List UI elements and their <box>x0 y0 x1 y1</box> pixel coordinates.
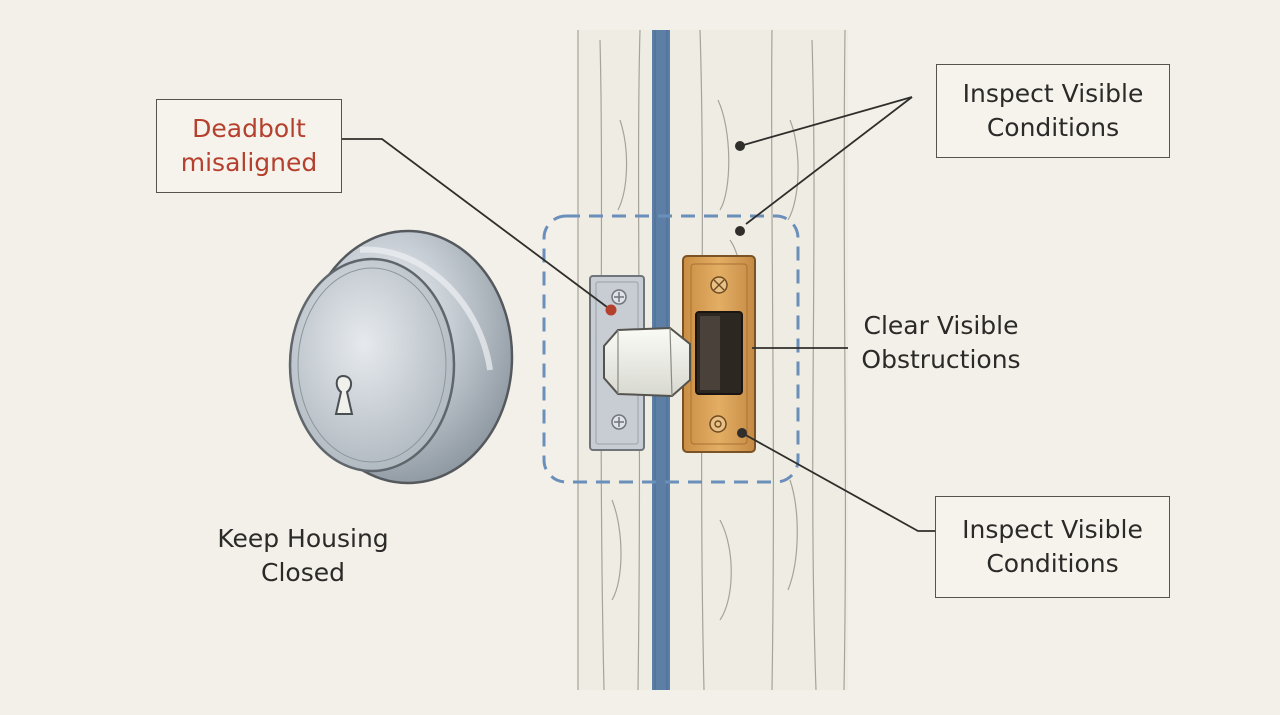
callout-text: misaligned <box>180 148 318 177</box>
label-text: Clear Visible <box>863 311 1019 340</box>
callout-inspect-bottom: Inspect Visible Conditions <box>935 496 1170 598</box>
screw-icon <box>710 276 728 294</box>
label-text: Keep Housing <box>217 524 389 553</box>
inspection-zone <box>542 214 800 484</box>
callout-text: Deadbolt <box>192 114 306 144</box>
label-clear-obstructions: Clear Visible Obstructions <box>846 309 1036 377</box>
leader-lines <box>342 96 936 532</box>
strike-plate <box>682 255 756 453</box>
label-keep-housing-closed: Keep Housing Closed <box>198 522 408 590</box>
callout-text: Conditions <box>986 549 1119 578</box>
keyhole-icon <box>334 374 354 415</box>
callout-text: Conditions <box>986 113 1120 142</box>
leader-dots <box>605 141 747 438</box>
callout-text: Inspect Visible <box>962 515 1143 545</box>
callout-text: Inspect Visible <box>962 79 1144 109</box>
deadbolt-knob <box>288 229 514 485</box>
screw-icon <box>611 289 627 305</box>
callout-inspect-top: Inspect Visible Conditions <box>936 64 1170 158</box>
screw-icon <box>709 415 727 433</box>
screw-icon <box>611 414 627 430</box>
deadbolt-bolt <box>603 326 691 398</box>
label-text: Closed <box>261 557 345 587</box>
callout-deadbolt-misaligned: Deadbolt misaligned <box>156 99 342 193</box>
label-text: Obstructions <box>861 344 1021 374</box>
